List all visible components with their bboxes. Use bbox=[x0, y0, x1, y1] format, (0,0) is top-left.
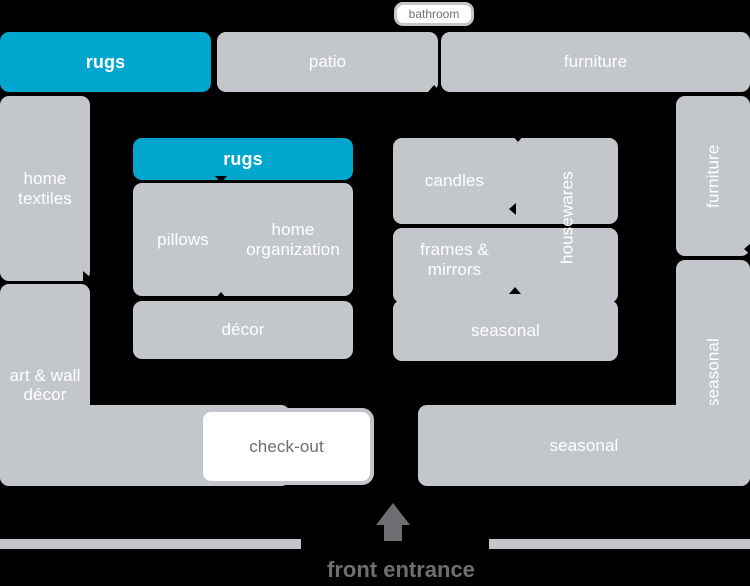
zone-top-furniture[interactable]: furniture bbox=[441, 32, 750, 92]
separator-notch-icon bbox=[386, 203, 393, 215]
zone-label: patio bbox=[308, 52, 347, 72]
zone-label: pillows bbox=[157, 229, 209, 249]
zone-home-organization[interactable]: home organization bbox=[233, 183, 353, 296]
separator-notch-icon bbox=[386, 287, 393, 299]
zone-decor[interactable]: décor bbox=[133, 301, 353, 359]
separator-notch-icon bbox=[215, 176, 227, 183]
zone-frames-mirrors-band[interactable] bbox=[393, 228, 618, 303]
zone-label: rugs bbox=[85, 51, 126, 72]
zone-label: home organization bbox=[246, 220, 340, 259]
zone-label: check-out bbox=[249, 436, 324, 456]
zone-top-patio[interactable]: patio bbox=[217, 32, 438, 92]
zone-label: frames & mirrors bbox=[420, 240, 489, 279]
wall-segment-left bbox=[0, 539, 301, 549]
separator-notch-icon bbox=[509, 287, 521, 294]
zone-bottom-seasonal[interactable]: seasonal bbox=[418, 405, 750, 486]
zone-label: housewares bbox=[557, 171, 577, 265]
separator-notch-icon bbox=[744, 243, 750, 255]
zone-label: furniture bbox=[703, 144, 723, 208]
separator-notch-icon bbox=[509, 203, 516, 215]
separator-notch-icon bbox=[428, 85, 440, 92]
zone-pillows-home-organization[interactable] bbox=[133, 183, 353, 296]
zone-candles[interactable]: candles bbox=[393, 138, 516, 224]
zone-label: candles bbox=[424, 171, 485, 191]
bathroom-callout[interactable]: bathroom bbox=[394, 2, 474, 26]
bathroom-callout-label: bathroom bbox=[408, 7, 460, 21]
zone-center-seasonal-box[interactable] bbox=[393, 300, 618, 361]
zone-pillows[interactable]: pillows bbox=[133, 183, 233, 296]
zone-label: art & wall décor bbox=[9, 365, 81, 404]
zone-checkout[interactable]: check-out bbox=[199, 408, 374, 485]
zone-candles-housewares-top[interactable] bbox=[393, 138, 618, 224]
bathroom-connector-icon bbox=[428, 28, 440, 35]
separator-notch-icon bbox=[83, 271, 90, 283]
zone-label: furniture bbox=[563, 52, 628, 72]
zone-center-rugs[interactable]: rugs bbox=[133, 138, 353, 180]
zone-label: décor bbox=[221, 320, 265, 340]
zone-center-seasonal[interactable]: seasonal bbox=[393, 300, 618, 361]
zone-label: seasonal bbox=[471, 320, 540, 340]
zone-label: seasonal bbox=[549, 435, 619, 455]
zone-label: seasonal bbox=[703, 338, 723, 408]
zone-frames-mirrors[interactable]: frames & mirrors bbox=[393, 222, 516, 297]
separator-notch-icon bbox=[215, 292, 227, 299]
zone-top-rugs[interactable]: rugs bbox=[0, 32, 211, 92]
zone-home-textiles[interactable]: home textiles bbox=[0, 96, 90, 281]
wall-segment-right bbox=[489, 539, 750, 549]
separator-notch-icon bbox=[512, 135, 524, 142]
front-entrance-label: front entrance bbox=[327, 557, 475, 582]
zone-right-furniture[interactable]: furniture bbox=[676, 96, 750, 256]
zone-housewares[interactable]: housewares bbox=[542, 138, 592, 298]
separator-notch-icon bbox=[658, 243, 665, 255]
zone-label: home textiles bbox=[18, 169, 72, 208]
zone-label: rugs bbox=[223, 148, 263, 169]
